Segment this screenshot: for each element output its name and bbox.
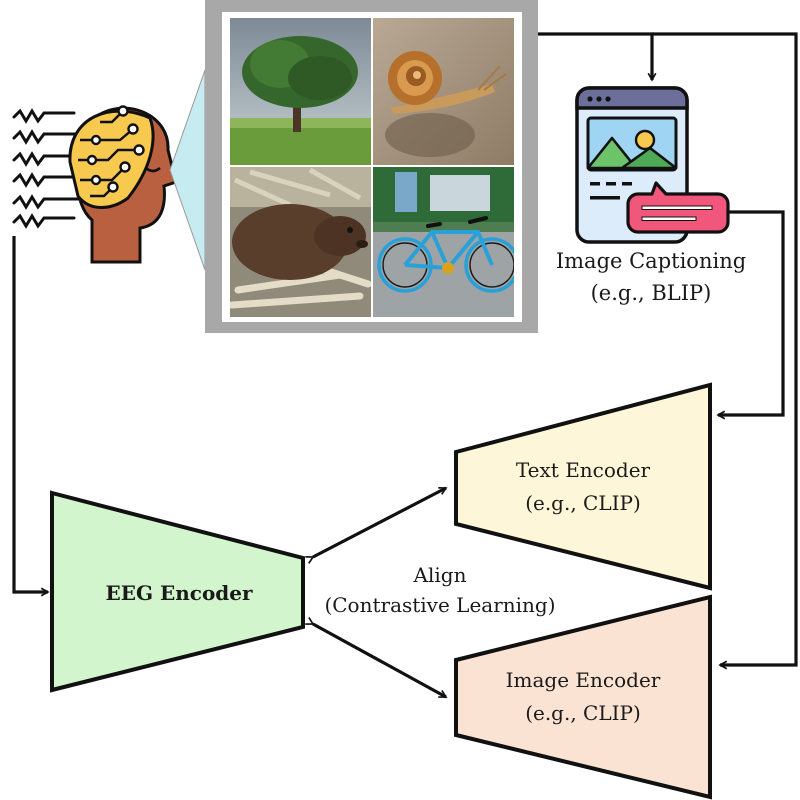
eeg-wires-icon [12,108,90,229]
captioning-example: (e.g., BLIP) [591,281,712,305]
arrow-images-to-captioning [538,32,652,80]
bicycle-photo [373,167,514,317]
image-encoder-title: Image Encoder [506,668,661,692]
connectors [12,32,798,699]
align-arrow-image [313,624,446,699]
align-subtitle: (Contrastive Learning) [324,593,555,617]
beaver-photo [230,167,371,317]
snail-photo [373,18,514,165]
arrow-head-to-eeg-encoder [12,236,48,592]
eeg-encoder-block [50,490,305,693]
image-encoder-block [454,594,712,800]
text-encoder-block [454,382,712,591]
tree-photo [230,18,371,165]
captioning-title: Image Captioning [556,249,746,273]
text-encoder-title: Text Encoder [516,458,651,482]
align-title: Align [413,563,467,587]
stimulus-image-grid [205,0,538,333]
eeg-encoder-title: EEG Encoder [105,581,253,605]
text-encoder-example: (e.g., CLIP) [525,491,641,515]
eye-icon [145,166,161,173]
arrow-images-to-image-encoder [652,32,798,665]
eeg-subject-head-icon [12,105,178,264]
view-cone [169,69,206,271]
align-arrow-text [313,486,446,557]
eeg-cap-icon [68,109,155,209]
arrow-caption-to-text-encoder [718,210,785,415]
image-encoder-example: (e.g., CLIP) [525,701,641,725]
image-captioning-app-icon [575,86,730,244]
